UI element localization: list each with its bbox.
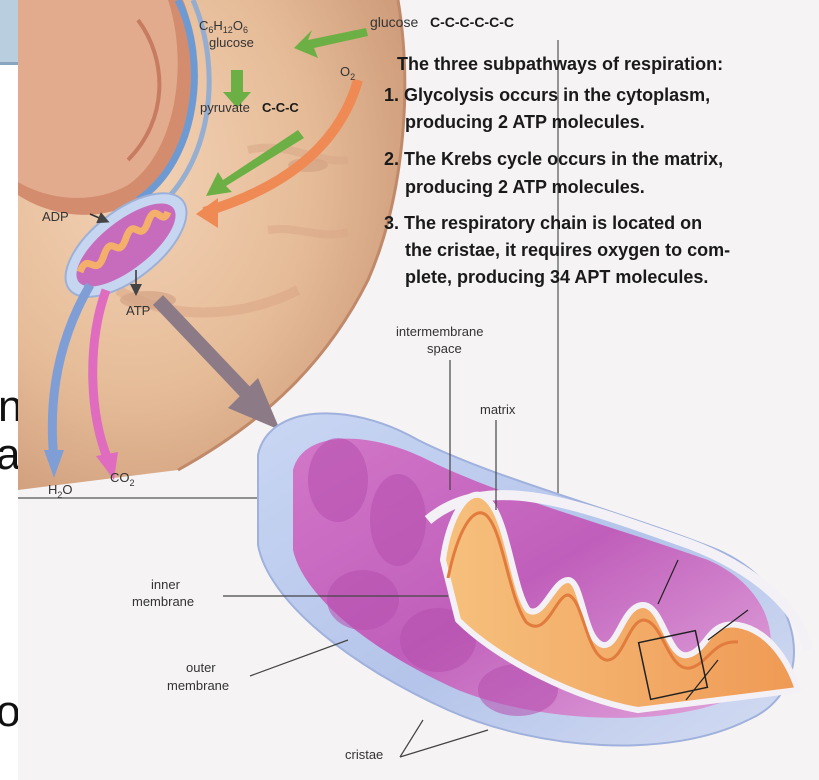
oxygen-label: O — [340, 64, 350, 79]
glucose-label: glucose — [209, 35, 254, 50]
carbon-dioxide-label: CO — [110, 470, 130, 485]
info-line: producing 2 ATP molecules. — [405, 177, 645, 197]
nucleus — [18, 0, 209, 215]
atp-label: ATP — [126, 303, 150, 318]
glucose-formula: C — [199, 18, 208, 33]
info-line: plete, producing 34 APT molecules. — [405, 267, 708, 287]
intermembrane-space-label: space — [427, 341, 462, 356]
outer-membrane-label: outer — [186, 660, 216, 675]
inner-membrane-label-2: membrane — [132, 594, 194, 609]
outer-membrane-label-2: membrane — [167, 678, 229, 693]
glucose-chain: C-C-C-C-C-C — [430, 14, 514, 30]
inner-membrane-label: inner — [151, 577, 181, 592]
adp-label: ADP — [42, 209, 69, 224]
matrix-label: matrix — [480, 402, 516, 417]
info-heading: The three subpathways of respiration: — [397, 54, 723, 74]
large-mitochondrion — [258, 413, 808, 745]
pyruvate-chain: C-C-C — [262, 100, 299, 115]
glucose-chain-label: glucose — [370, 14, 418, 30]
info-line: 3. The respiratory chain is located on — [384, 213, 702, 233]
info-line: 1. Glycolysis occurs in the cytoplasm, — [384, 85, 710, 105]
intermembrane-label: intermembrane — [396, 324, 483, 339]
water-label: H — [48, 482, 57, 497]
pyruvate-label: pyruvate — [200, 100, 250, 115]
figure-canvas: C6H12O6 glucose glucose C-C-C-C-C-C O2 p… — [18, 0, 819, 780]
info-line: 2. The Krebs cycle occurs in the matrix, — [384, 149, 723, 169]
cristae-label: cristae — [345, 747, 383, 762]
info-line: the cristae, it requires oxygen to com- — [405, 240, 730, 260]
respiration-info-block: The three subpathways of respiration: 1.… — [384, 54, 730, 287]
info-line: producing 2 ATP molecules. — [405, 112, 645, 132]
mitochondrion-figure: C6H12O6 glucose glucose C-C-C-C-C-C O2 p… — [18, 0, 819, 780]
